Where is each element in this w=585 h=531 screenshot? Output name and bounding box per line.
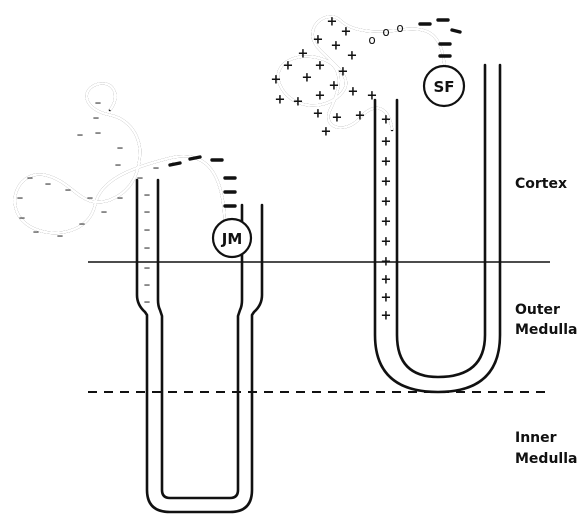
svg-text:–: – (77, 128, 84, 143)
zone-label-outer-2: Medulla (515, 322, 577, 338)
svg-text:+: + (293, 95, 304, 110)
svg-text:+: + (338, 65, 349, 80)
svg-text:+: + (381, 255, 392, 270)
svg-text:–: – (153, 161, 160, 176)
superficial-nephron: + + + + + + + + + + + + + + + + + + + + … (271, 15, 500, 393)
svg-text:o: o (382, 25, 389, 39)
svg-text:+: + (315, 89, 326, 104)
svg-text:–: – (95, 126, 102, 141)
svg-text:–: – (19, 211, 26, 226)
svg-text:–: – (137, 171, 144, 186)
svg-text:+: + (381, 309, 392, 324)
svg-text:+: + (332, 111, 343, 126)
jm-dark-bars (170, 157, 235, 206)
svg-text:–: – (95, 96, 102, 111)
svg-text:+: + (341, 25, 352, 40)
svg-text:–: – (79, 217, 86, 232)
sf-loop-of-henle-outer (375, 65, 500, 392)
svg-text:+: + (315, 59, 326, 74)
svg-text:–: – (45, 177, 52, 192)
svg-text:+: + (381, 291, 392, 306)
svg-text:o: o (368, 33, 375, 47)
svg-text:–: – (144, 241, 151, 256)
svg-text:+: + (347, 49, 358, 64)
svg-text:–: – (144, 295, 151, 310)
svg-text:+: + (381, 235, 392, 250)
svg-text:–: – (117, 191, 124, 206)
svg-text:+: + (321, 125, 332, 140)
svg-text:–: – (144, 188, 151, 203)
svg-text:+: + (381, 215, 392, 230)
svg-text:–: – (93, 111, 100, 126)
svg-text:–: – (144, 278, 151, 293)
svg-text:+: + (313, 107, 324, 122)
svg-text:+: + (381, 273, 392, 288)
svg-text:+: + (331, 39, 342, 54)
svg-text:+: + (329, 79, 340, 94)
sf-charge-symbols: + + + + + + + + + + + + + + + + + + + + … (271, 15, 404, 324)
svg-text:–: – (57, 229, 64, 244)
svg-text:–: – (101, 205, 108, 220)
svg-text:–: – (17, 191, 24, 206)
svg-text:+: + (302, 71, 313, 86)
zone-label-inner-2: Medulla (515, 451, 577, 467)
svg-text:–: – (27, 171, 34, 186)
svg-text:+: + (355, 109, 366, 124)
jm-label: JM (221, 230, 243, 248)
svg-text:–: – (117, 141, 124, 156)
svg-text:+: + (275, 93, 286, 108)
svg-text:–: – (87, 191, 94, 206)
svg-text:–: – (144, 205, 151, 220)
svg-text:–: – (115, 158, 122, 173)
svg-text:+: + (271, 73, 282, 88)
svg-text:–: – (65, 183, 72, 198)
sf-label: SF (433, 78, 454, 96)
svg-text:+: + (283, 59, 294, 74)
svg-text:+: + (298, 47, 309, 62)
zone-label-inner-1: Inner (515, 430, 557, 446)
sf-dark-bars (420, 20, 460, 56)
svg-text:+: + (367, 89, 378, 104)
svg-text:o: o (396, 21, 403, 35)
svg-text:+: + (381, 155, 392, 170)
juxtamedullary-nephron: – – – – – – – – – – – – – – – – – – – – … (15, 83, 262, 512)
zone-label-outer-1: Outer (515, 302, 560, 318)
svg-text:+: + (381, 175, 392, 190)
svg-text:–: – (33, 225, 40, 240)
svg-text:–: – (144, 223, 151, 238)
svg-text:+: + (348, 85, 359, 100)
sf-loop-of-henle-inner (397, 65, 485, 377)
svg-text:+: + (327, 15, 338, 30)
svg-text:–: – (144, 261, 151, 276)
svg-text:+: + (381, 195, 392, 210)
svg-text:+: + (313, 33, 324, 48)
svg-text:+: + (381, 113, 392, 128)
zone-label-cortex: Cortex (515, 176, 567, 192)
svg-text:+: + (381, 135, 392, 150)
